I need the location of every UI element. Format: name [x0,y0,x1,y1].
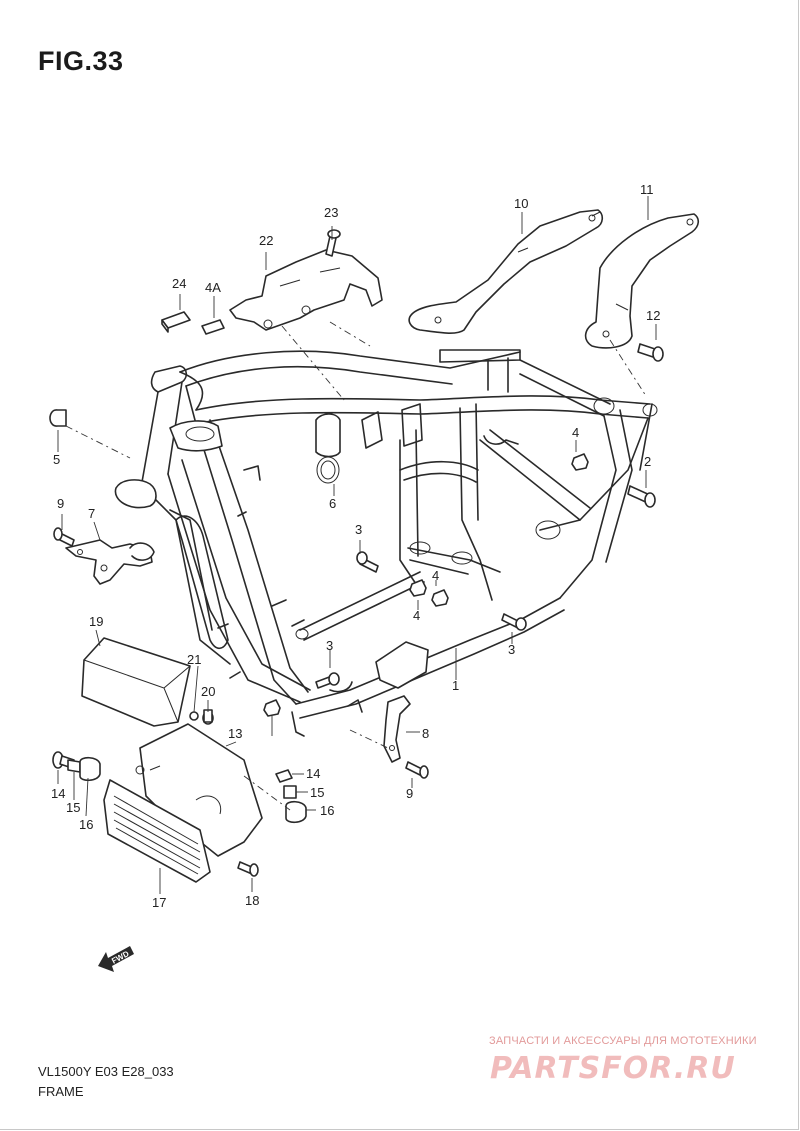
bolt-3-right [501,613,527,631]
callout-3-lower: 3 [326,638,333,653]
bracket-7 [65,539,155,585]
callout-2: 2 [644,454,651,469]
callout-18: 18 [245,893,259,908]
callout-17: 17 [152,895,166,910]
rear-bracket-10 [408,209,604,334]
bracket-8 [383,695,411,763]
callout-13: 13 [228,726,242,741]
rear-bracket-11 [584,213,700,349]
washer-20 [202,709,214,725]
callout-4-center: 4 [432,568,439,583]
bolt-9 [53,527,429,779]
callout-4-right: 4 [572,425,579,440]
bracket-22 [229,249,383,331]
nut-4 [263,453,589,717]
callout-15-left: 15 [66,800,80,815]
figure-title: FIG.33 [38,46,124,76]
collar-15 [67,759,297,799]
bolt-2 [627,485,656,508]
forward-direction-arrow: FWD [98,946,134,972]
callout-4-lower: 4 [413,608,420,623]
pad-24 [161,311,191,333]
bolt-23 [325,229,341,257]
callout-3-right: 3 [508,642,515,657]
callout-16-right: 16 [320,803,334,818]
callout-5: 5 [53,452,60,467]
callout-19: 19 [89,614,103,629]
bolt-3-upper [356,551,379,573]
callout-labels: 1 2 3 3 3 4 4 4 4A 5 6 7 8 9 9 10 11 12 … [51,182,660,910]
grommet-16 [79,756,307,824]
callout-22: 22 [259,233,273,248]
callout-9-left: 9 [57,496,64,511]
callout-10: 10 [514,196,528,211]
bolt-14 [52,751,293,783]
callout-11: 11 [640,182,654,197]
section-name: FRAME [38,1084,84,1099]
callout-20: 20 [201,684,215,699]
bolt-3-lower [315,672,340,689]
nut-21 [189,711,199,721]
callout-7: 7 [88,506,95,521]
callout-6: 6 [329,496,336,511]
leader-lines [57,196,657,894]
callout-23: 23 [324,205,338,220]
pad-4A [201,319,225,335]
callout-4A: 4A [205,280,221,295]
cap-5 [49,409,67,427]
callout-16-left: 16 [79,817,93,832]
main-frame [114,349,658,737]
box-19 [81,637,191,727]
callout-14-left: 14 [51,786,65,801]
callout-15-right: 15 [310,785,324,800]
watermark-tagline: ЗАПЧАСТИ И АКСЕССУАРЫ ДЛЯ МОТОТЕХНИКИ [489,1035,757,1047]
screw-18 [237,861,259,877]
callout-1: 1 [452,678,459,693]
callout-8: 8 [422,726,429,741]
watermark-logo: PARTSFOR.RU [490,1051,736,1086]
callout-21: 21 [187,652,201,667]
grille-17 [103,779,211,883]
callout-9-right: 9 [406,786,413,801]
callout-14-right: 14 [306,766,320,781]
model-code: VL1500Y E03 E28_033 [38,1064,174,1079]
bolt-12 [637,343,664,362]
callout-12: 12 [646,308,660,323]
callout-3-upper: 3 [355,522,362,537]
callout-24: 24 [172,276,186,291]
